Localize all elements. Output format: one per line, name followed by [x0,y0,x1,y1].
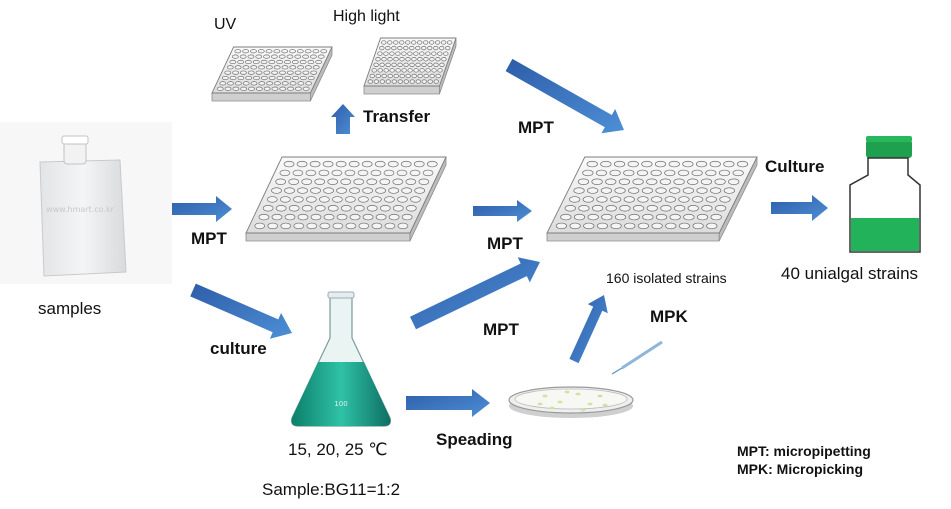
culture-bottle-image [849,136,921,253]
mpk-label: MPK [650,307,688,326]
mpt-left-label: MPT [191,229,227,248]
culture-right-label: Culture [765,157,825,176]
transfer-label: Transfer [363,107,431,126]
erlenmeyer-flask-image: 100 [291,291,391,427]
micropicking-needle-icon [611,340,663,375]
unialgal-strains-label: 40 unialgal strains [781,264,919,283]
mpt-top-label: MPT [518,118,554,137]
mpt-middle-label: MPT [487,234,523,253]
high-light-label: High light [333,8,400,25]
bag-watermark: www.hmart.co.kr [46,205,115,214]
main-plate [245,156,447,242]
legend: MPT: micropipetting MPK: Micropicking [737,442,871,478]
flask-marking: 100 [334,400,347,408]
mpt-lower-label: MPT [483,320,519,339]
sample-bag-image: www.hmart.co.kr [0,122,172,284]
culture-left-label: culture [210,339,267,358]
uv-plate [211,46,333,102]
uv-label: UV [214,16,237,33]
flow-arrows [172,58,828,417]
legend-mpt: MPT: micropipetting [737,443,871,459]
samples-label: samples [38,299,102,318]
petri-dish-image [508,386,634,418]
isolation-plate [546,156,758,242]
isolated-strains-label: 160 isolated strains [606,270,727,286]
sample-ratio-label: Sample:BG11=1:2 [262,480,401,499]
speading-label: Speading [436,430,513,449]
temperature-label: 15, 20, 25 ℃ [288,440,388,459]
legend-mpk: MPK: Micropicking [737,461,864,477]
high-light-plate [363,37,457,95]
